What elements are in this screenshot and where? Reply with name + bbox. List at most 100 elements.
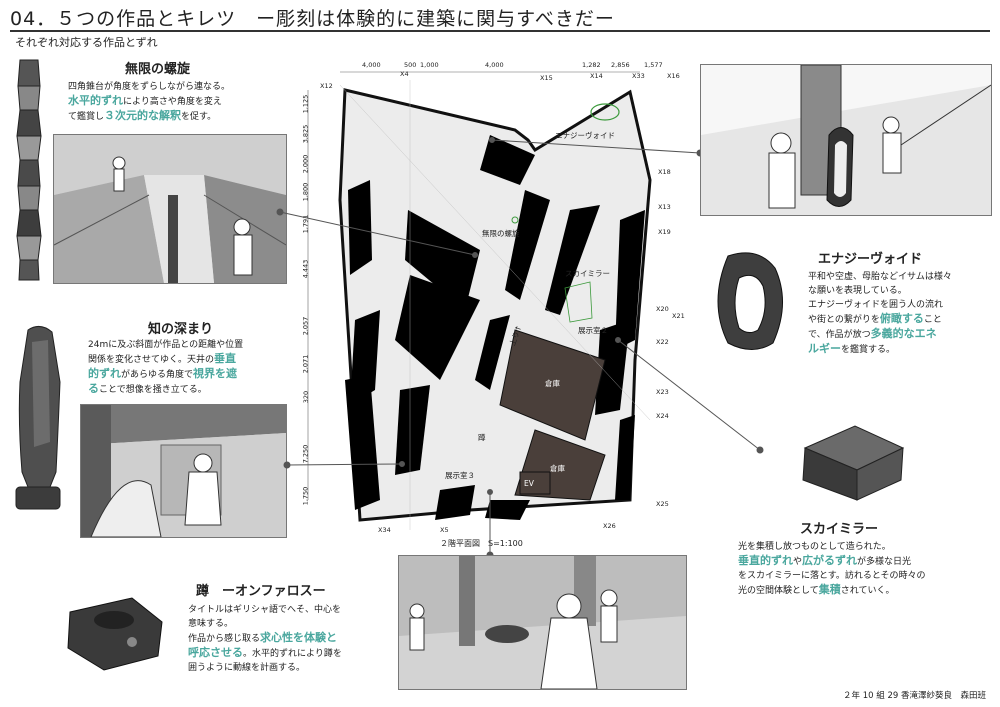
plan-label-storage-1: 倉庫 xyxy=(545,379,560,388)
depth-of-knowledge-sculpture-icon xyxy=(15,326,61,510)
text-span: されていく。 xyxy=(840,586,895,596)
dimension-label: 1,282 xyxy=(582,61,601,69)
plan-label-exhibit2: 展示室２ xyxy=(578,326,608,335)
text-line: 作品から感じ取る求心性を体験と xyxy=(188,631,388,646)
highlight-text: 求心性を体験と xyxy=(260,631,338,644)
plan-label-infinite-spiral: 無限の螺旋 xyxy=(482,229,520,238)
text-span: があらゆる角度で xyxy=(121,370,194,380)
highlight-text: 広がるずれ xyxy=(802,554,858,567)
text-span: て鑑賞し xyxy=(68,112,105,122)
dimension-label: 4,443 xyxy=(301,259,310,279)
highlight-text: る xyxy=(88,382,99,395)
grid-tag: X4 xyxy=(400,70,409,78)
dimension-label: 7,250 xyxy=(301,444,310,464)
text-line: 24mに及ぶ斜面が作品との距離や位置 xyxy=(88,340,244,350)
plan-label-exhibit3: 展示室３ xyxy=(445,471,475,480)
grid-tag: X16 xyxy=(667,72,680,80)
tsukubai-sculpture-icon xyxy=(67,597,163,671)
text-span: を鑑賞する。 xyxy=(841,345,896,355)
grid-tag: X14 xyxy=(590,72,603,80)
infinite-spiral-description: 四角錐台が角度をずらしながら連なる。 水平的ずれにより高さや角度を変え て鑑賞し… xyxy=(68,80,288,124)
text-span: 関係を変化させてゆく。天井の xyxy=(88,355,215,365)
highlight-text: 垂直的ずれ xyxy=(738,554,793,567)
depth-of-knowledge-perspective xyxy=(80,404,287,538)
energy-void-perspective xyxy=(700,64,992,216)
sky-mirror-heading: スカイミラー xyxy=(800,522,879,537)
dimension-label: 3,825 xyxy=(301,124,310,144)
grid-tag: X25 xyxy=(656,500,669,508)
grid-tag: X22 xyxy=(656,338,669,346)
grid-tag: X34 xyxy=(378,526,391,534)
highlight-text: 視界を遮 xyxy=(193,367,238,380)
highlight-text: 俯瞰する xyxy=(879,312,924,325)
dimension-label: 1,125 xyxy=(301,94,310,114)
text-span: 。水平的ずれにより蹲を xyxy=(243,649,342,659)
text-span: が多様な日光 xyxy=(857,557,912,567)
dimension-label: 1,000 xyxy=(420,61,439,69)
plan-label-tsukubai: 蹲 xyxy=(478,433,486,442)
text-span: により高さや角度を変え xyxy=(123,97,222,107)
plan-label-sky-mirror: スカイミラー xyxy=(565,269,610,278)
grid-tag: X23 xyxy=(656,388,669,396)
plan-label-storage-2: 倉庫 xyxy=(550,464,565,473)
text-span: 光の空間体験として xyxy=(738,586,819,596)
text-line: て鑑賞し３次元的な解釈を促す。 xyxy=(68,109,288,124)
tsukubai-heading: 蹲 ーオンファロスー xyxy=(196,584,326,599)
footer-credit: ２年 10 組 29 香滝澤紗葵良 森田班 xyxy=(843,691,986,701)
text-line: 垂直的ずれや広がるずれが多様な日光 xyxy=(738,554,993,569)
dimension-label: 500 xyxy=(404,61,417,69)
grid-tag: X12 xyxy=(320,82,333,90)
grid-tag: X21 xyxy=(672,312,685,320)
text-line: 光を集積し放つものとして造られた。 xyxy=(738,542,891,552)
text-line: ることで想像を掻き立てる。 xyxy=(88,382,293,397)
dimension-label: 1,577 xyxy=(644,61,663,69)
dimension-label: 2,000 xyxy=(301,154,310,174)
infinite-spiral-perspective xyxy=(53,134,287,284)
text-span: や街との繋がりを xyxy=(808,315,880,325)
energy-void-sculpture-icon xyxy=(717,252,784,350)
text-span: 作品から感じ取る xyxy=(188,634,261,644)
energy-void-heading: エナジーヴォイド xyxy=(818,252,923,267)
dimension-label: 2,071 xyxy=(301,354,310,374)
text-line: 光の空間体験として集積されていく。 xyxy=(738,583,993,598)
text-line: 意味する。 xyxy=(188,619,234,629)
text-line: 四角錐台が角度をずらしながら連なる。 xyxy=(68,82,231,92)
highlight-text: 集積 xyxy=(818,583,841,596)
text-line: タイトルはギリシャ語でへそ、中心を xyxy=(188,605,342,615)
page-title: 04．５つの作品とキレツ ー彫刻は体験的に建築に関与すべきだー xyxy=(10,8,615,30)
dimension-label: 2,057 xyxy=(301,316,310,336)
text-line: エナジーヴォイドを囲う人の流れ xyxy=(808,300,944,310)
dimension-label: 4,000 xyxy=(362,61,381,69)
tsukubai-description: タイトルはギリシャ語でへそ、中心を 意味する。 作品から感じ取る求心性を体験と … xyxy=(188,603,388,675)
text-span: ことで想像を掻き立てる。 xyxy=(99,385,207,395)
tsukubai-perspective xyxy=(398,555,687,690)
sky-mirror-description: 光を集積し放つものとして造られた。 垂直的ずれや広がるずれが多様な日光 をスカイ… xyxy=(738,540,993,598)
sky-mirror-sculpture-icon xyxy=(802,425,905,501)
grid-tag: X26 xyxy=(603,522,616,530)
highlight-text: 多義的なエネ xyxy=(870,327,937,340)
highlight-text: 垂直 xyxy=(214,352,237,365)
grid-tag: X5 xyxy=(440,526,449,534)
text-span: で、作品が放つ xyxy=(808,330,871,340)
text-line: ルギーを鑑賞する。 xyxy=(808,342,993,357)
infinite-spiral-sculpture-icon xyxy=(16,59,42,281)
dimension-label: 1,791 xyxy=(301,214,310,234)
depth-of-knowledge-description: 24mに及ぶ斜面が作品との距離や位置 関係を変化させてゆく。天井の垂直 的ずれが… xyxy=(88,338,293,397)
depth-of-knowledge-heading: 知の深まり xyxy=(148,322,214,337)
dimension-label: 1,750 xyxy=(301,486,310,506)
highlight-text: 的ずれ xyxy=(88,367,121,380)
text-line: や街との繋がりを俯瞰すること xyxy=(808,312,993,327)
text-line: 囲うように動線を計画する。 xyxy=(188,663,306,673)
grid-tag: X13 xyxy=(658,203,671,211)
text-span: こと xyxy=(923,315,942,325)
floor-plan-caption: ２階平面図 S=1:100 xyxy=(440,539,523,548)
grid-tag: X24 xyxy=(656,412,669,420)
highlight-text: 呼応させる xyxy=(188,646,243,659)
text-line: な願いを表現している。 xyxy=(808,286,907,296)
grid-tag: X15 xyxy=(540,74,553,82)
text-line: 平和や空虚、母胎などイサムは様々 xyxy=(808,272,952,282)
text-line: をスカイミラーに落とす。訪れるとその時々の xyxy=(738,571,926,581)
grid-tag: X33 xyxy=(632,72,645,80)
page-subtitle: それぞれ対応する作品とずれ xyxy=(15,36,158,49)
energy-void-description: 平和や空虚、母胎などイサムは様々 な願いを表現している。 エナジーヴォイドを囲う… xyxy=(808,270,993,357)
